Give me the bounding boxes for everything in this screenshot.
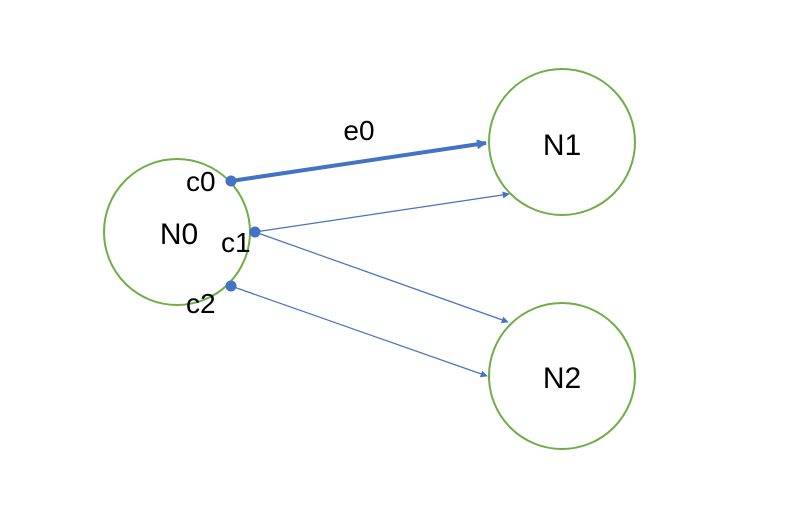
edge-c2-n2[interactable]	[230, 285, 488, 378]
port-c1-label: c1	[221, 227, 251, 258]
edge-e0[interactable]	[230, 139, 487, 183]
edge-c1-n1[interactable]	[254, 191, 510, 233]
node-n2-label: N2	[543, 362, 581, 395]
node-n0-label: N0	[160, 218, 198, 251]
port-c1-dot[interactable]	[249, 226, 261, 238]
port-c2-dot[interactable]	[225, 280, 237, 292]
node-n1-circle[interactable]	[488, 68, 636, 216]
port-c2-label: c2	[186, 288, 216, 319]
node-n1-label: N1	[543, 129, 581, 162]
edge-c1-n2[interactable]	[254, 231, 509, 324]
port-c0-dot[interactable]	[225, 175, 237, 187]
edge-e0-label: e0	[343, 115, 374, 146]
node-n2[interactable]: N2	[488, 302, 636, 450]
node-n1[interactable]: N1	[488, 68, 636, 216]
port-c0-label: c0	[186, 166, 216, 197]
node-n2-circle[interactable]	[488, 302, 636, 450]
